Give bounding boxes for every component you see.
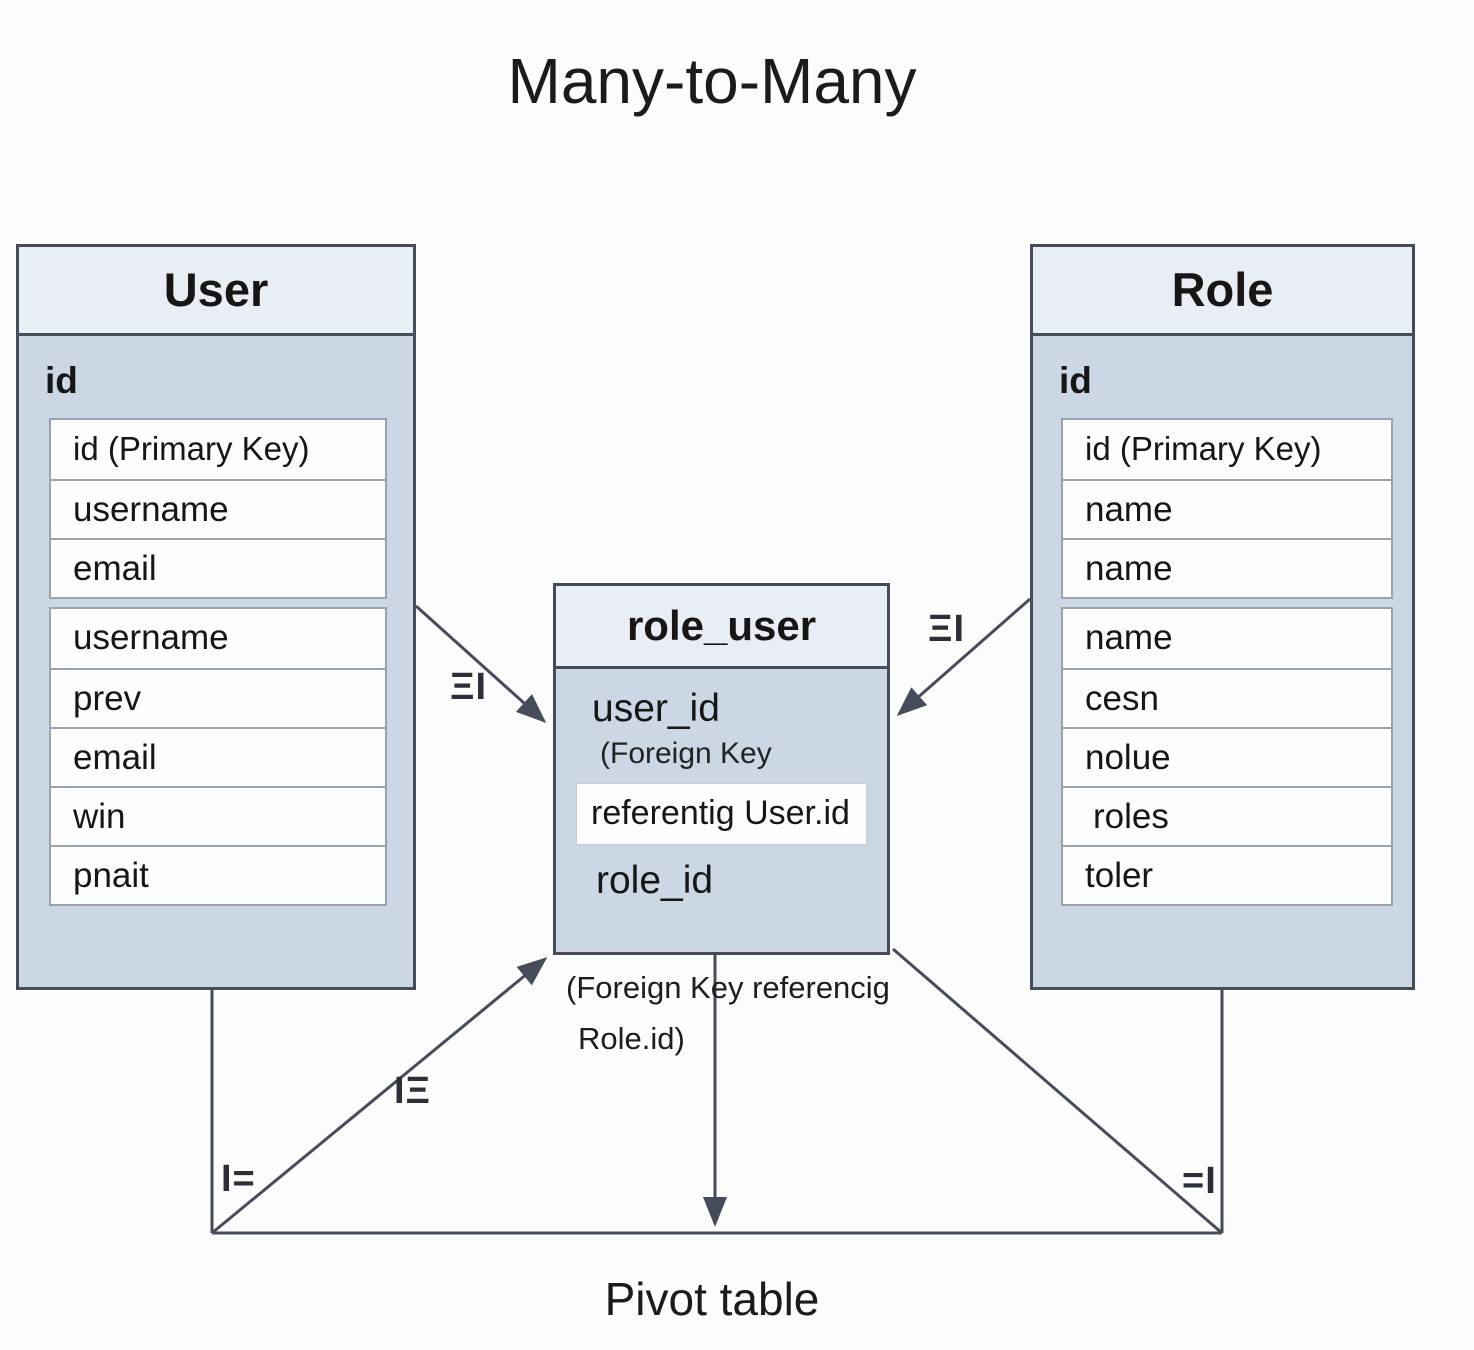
role-id-fk-note-line1: (Foreign Key referencig xyxy=(566,970,890,1005)
entity-table-role: Role id id (Primary Key) name name name … xyxy=(1030,244,1415,990)
diagram-title: Many-to-Many xyxy=(507,45,917,117)
role-fields-group-1: id (Primary Key) name name xyxy=(1061,418,1393,599)
field-role-id: role_id xyxy=(596,859,714,902)
field-row: id (Primary Key) xyxy=(51,420,385,479)
entity-table-role-user: role_user user_id (Foreign Key referenti… xyxy=(553,583,890,955)
field-row: name xyxy=(1063,609,1391,668)
field-row: win xyxy=(51,786,385,845)
cardinality-label-left-corner: I= xyxy=(221,1158,256,1200)
role-user-table-body: user_id (Foreign Key referentig User.id … xyxy=(556,687,887,903)
field-row: id (Primary Key) xyxy=(1063,420,1391,479)
field-row: name xyxy=(1063,538,1391,597)
connector-diagonal-right xyxy=(892,947,1223,1235)
field-row: username xyxy=(51,609,385,668)
cardinality-label-diagonal: IΞ xyxy=(394,1070,432,1112)
field-row: roles xyxy=(1063,786,1391,845)
cardinality-label-role-edge: ΞI xyxy=(928,608,966,650)
role-fields-group-2: name cesn nolue roles toler xyxy=(1061,607,1393,906)
field-row: nolue xyxy=(1063,727,1391,786)
field-user-id-reference: referentig User.id xyxy=(576,783,867,845)
pivot-table-caption: Pivot table xyxy=(604,1273,820,1325)
field-user-id: user_id xyxy=(592,687,720,730)
entity-table-user: User id id (Primary Key) username email … xyxy=(16,244,416,990)
user-fields-group-2: username prev email win pnait xyxy=(49,607,387,906)
role-id-fk-note: (Foreign Key referencig Role.id) xyxy=(566,962,890,1064)
field-user-id-note: (Foreign Key xyxy=(600,737,772,770)
cardinality-label-user-edge: ΞI xyxy=(450,666,488,708)
connector-diagonal-left xyxy=(211,957,548,1235)
role-table-title: Role xyxy=(1033,247,1412,336)
field-row: name xyxy=(1063,479,1391,538)
field-row: email xyxy=(51,538,385,597)
field-row: pnait xyxy=(51,845,385,904)
role-pk-label: id xyxy=(1059,360,1092,401)
role-id-fk-note-line2: Role.id) xyxy=(578,1021,685,1057)
user-fields-group-1: id (Primary Key) username email xyxy=(49,418,387,599)
role-user-table-title: role_user xyxy=(556,586,887,669)
field-row: username xyxy=(51,479,385,538)
user-pk-label: id xyxy=(45,360,78,401)
cardinality-label-right-corner: =I xyxy=(1182,1160,1217,1202)
field-row: cesn xyxy=(1063,668,1391,727)
user-table-title: User xyxy=(19,247,413,336)
field-row: toler xyxy=(1063,845,1391,904)
field-row: email xyxy=(51,727,385,786)
field-row: prev xyxy=(51,668,385,727)
